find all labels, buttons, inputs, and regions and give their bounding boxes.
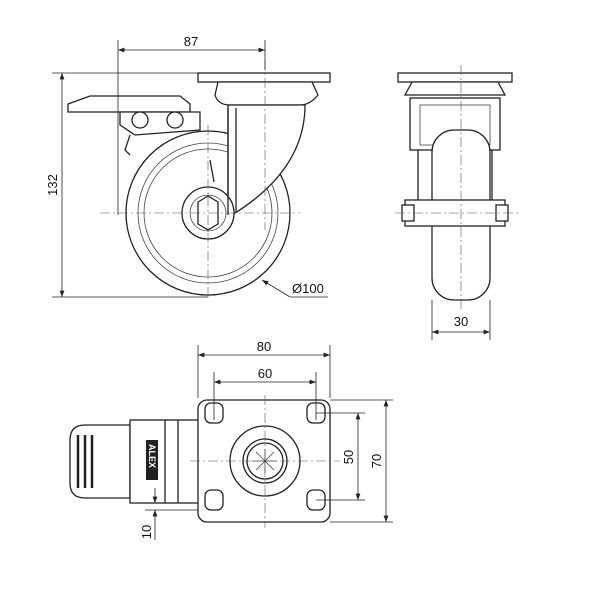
dim-hole-spacing-width: 50 — [341, 450, 356, 464]
dim-wheel-diameter: Ø100 — [292, 281, 324, 296]
dim-hole-spacing-length: 60 — [258, 366, 272, 381]
brand-logo: ALEX — [147, 444, 157, 468]
brake-lever — [67, 95, 215, 183]
dim-plate-length: 80 — [257, 339, 271, 354]
dim-wheel-width: 30 — [454, 314, 468, 329]
side-view: 87 132 Ø100 — [45, 34, 331, 300]
dim-offset: 87 — [184, 34, 198, 49]
front-view: 30 — [395, 65, 520, 340]
bottom-view: ALEX 80 60 50 70 10 — [69, 339, 393, 540]
dim-plate-width: 70 — [369, 454, 384, 468]
dim-height: 132 — [45, 174, 60, 196]
dim-brake-offset: 10 — [139, 525, 154, 539]
